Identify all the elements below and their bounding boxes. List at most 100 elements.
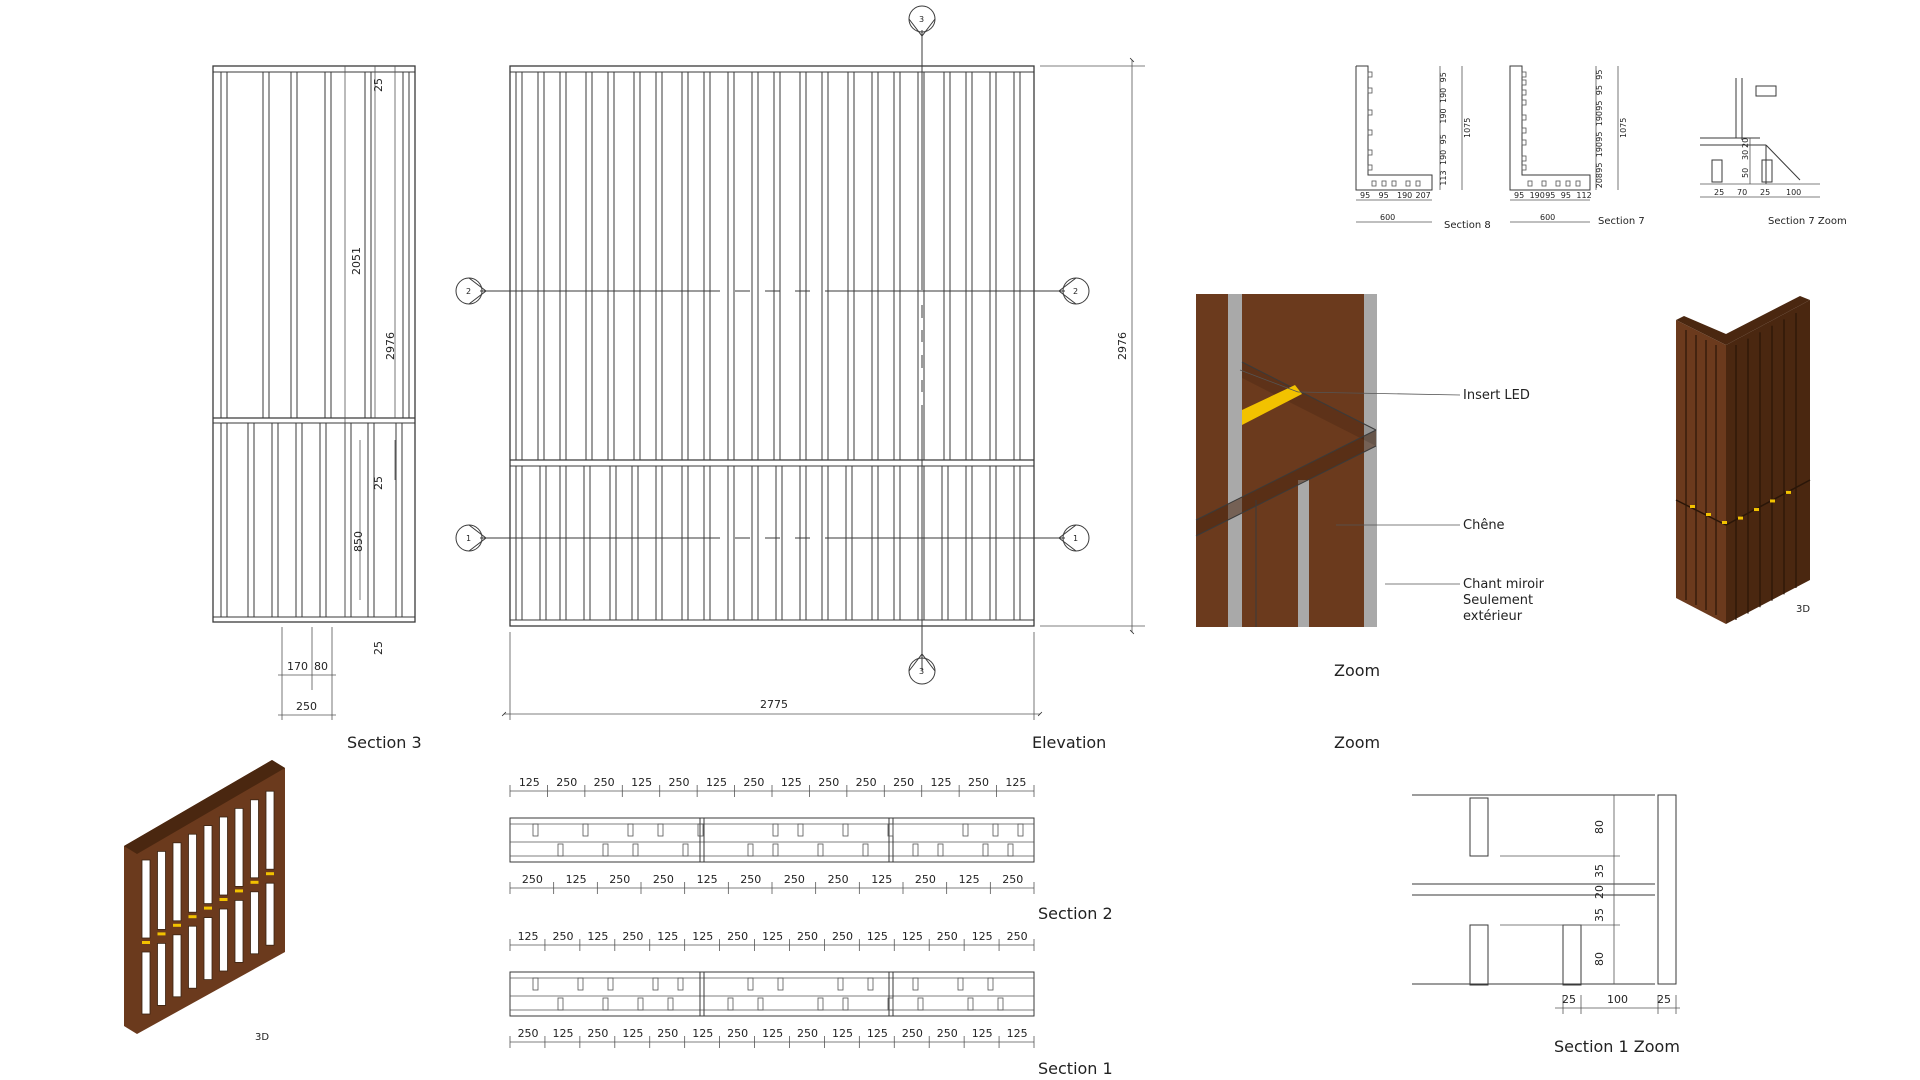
slot <box>652 977 659 991</box>
s1-bottom-dim: 250 <box>727 1027 748 1040</box>
slot <box>602 997 609 1011</box>
s1-top-dim: 125 <box>692 930 713 943</box>
slot <box>992 823 999 837</box>
s2-top-dim: 250 <box>968 776 989 789</box>
s8-notch <box>1415 180 1421 187</box>
slot <box>607 977 614 991</box>
section-marker-top[interactable]: 3 <box>908 5 936 37</box>
s7-hdim: 95 <box>1545 191 1555 200</box>
svg-text:1: 1 <box>1073 534 1078 543</box>
s2-top-dim: 250 <box>893 776 914 789</box>
slot <box>657 823 664 837</box>
s7-vdim: 95 <box>1595 163 1604 173</box>
slot <box>842 997 849 1011</box>
s1-top-dim: 250 <box>937 930 958 943</box>
svg-text:20: 20 <box>1741 138 1750 148</box>
s1-top-dim: 125 <box>518 930 539 943</box>
svg-text:25: 25 <box>1562 993 1576 1006</box>
panel3d-opening <box>219 908 228 972</box>
section1-zoom-label: Section 1 Zoom <box>1554 1037 1680 1056</box>
panel3d-led <box>235 889 243 893</box>
panel3d-opening <box>188 833 197 913</box>
s8-vdim: 95 <box>1439 72 1448 82</box>
svg-text:1075: 1075 <box>1619 118 1628 138</box>
s8-notch <box>1371 180 1377 187</box>
svg-text:80: 80 <box>1593 820 1606 834</box>
svg-text:25: 25 <box>1714 188 1724 197</box>
slot <box>757 997 764 1011</box>
s2-bottom-dim: 250 <box>522 873 543 886</box>
slot <box>667 997 674 1011</box>
s2-top-dim: 125 <box>931 776 952 789</box>
slot <box>987 977 994 991</box>
s2-top-dim: 250 <box>818 776 839 789</box>
panel3d-opening <box>172 842 182 922</box>
panel3d-led <box>173 923 181 927</box>
zoom-label-b: Zoom <box>1334 733 1380 752</box>
slot <box>627 823 634 837</box>
s2-bottom-dim: 250 <box>609 873 630 886</box>
panel-3d-label: 3D <box>255 1032 269 1043</box>
slot <box>867 977 874 991</box>
slot <box>682 843 689 857</box>
panel3d-opening <box>234 808 244 887</box>
s3-dim-wtotal: 250 <box>296 700 317 713</box>
s7-notch <box>1565 180 1571 187</box>
panel3d-led <box>250 880 259 884</box>
slot <box>777 977 784 991</box>
elevation-drawing: 3 3 2 2 1 1 2976 <box>455 5 1145 752</box>
slot <box>557 843 564 857</box>
s1-top-dim: 125 <box>657 930 678 943</box>
annotation-chant-3: extérieur <box>1463 609 1523 624</box>
svg-text:70: 70 <box>1737 188 1747 197</box>
slot <box>887 823 894 837</box>
s1-bottom-dim: 250 <box>937 1027 958 1040</box>
s1-bottom-dim: 125 <box>972 1027 993 1040</box>
s2-top-dim: 250 <box>594 776 615 789</box>
slot <box>997 997 1004 1011</box>
s2-top-dim: 250 <box>556 776 577 789</box>
s7-hdim: 112 <box>1576 191 1591 200</box>
s8-vdim: 190 <box>1439 150 1448 165</box>
zoom-label-a: Zoom <box>1334 661 1380 680</box>
s8-hdim: 95 <box>1360 191 1370 200</box>
s1-top-dim: 125 <box>972 930 993 943</box>
s8-notch <box>1367 164 1373 171</box>
s8-notch <box>1367 87 1373 94</box>
svg-text:25: 25 <box>1760 188 1770 197</box>
section-marker-right-upper[interactable]: 2 <box>1058 277 1090 305</box>
section-marker-bottom[interactable]: 3 <box>908 653 936 685</box>
s7-vdim: 95 <box>1595 132 1604 142</box>
s3-dim-w2: 80 <box>314 660 328 673</box>
s7-notch <box>1541 180 1547 187</box>
section-marker-left-upper[interactable]: 2 <box>455 277 487 305</box>
s1-top-dim: 250 <box>832 930 853 943</box>
panel3d-opening <box>234 900 244 963</box>
s2-bottom-dim: 250 <box>828 873 849 886</box>
slot <box>837 977 844 991</box>
panel3d-opening <box>188 925 197 989</box>
s1-bottom-dim: 250 <box>587 1027 608 1040</box>
svg-text:80: 80 <box>1593 952 1606 966</box>
slot <box>632 843 639 857</box>
section8-label: Section 8 <box>1444 220 1491 231</box>
s2-bottom-dim: 250 <box>740 873 761 886</box>
s2-bottom-dim: 250 <box>915 873 936 886</box>
slot <box>637 997 644 1011</box>
svg-text:2: 2 <box>1073 287 1078 296</box>
panel3d-opening <box>250 891 259 955</box>
s1-top-dim: 125 <box>587 930 608 943</box>
corner-led <box>1690 505 1695 508</box>
slot <box>912 977 919 991</box>
slot <box>532 977 539 991</box>
s8-notch <box>1381 180 1387 187</box>
corner-led <box>1706 513 1711 516</box>
section-marker-right-lower[interactable]: 1 <box>1058 524 1090 552</box>
section-marker-left-lower[interactable]: 1 <box>455 524 487 552</box>
s1-bottom-dim: 125 <box>622 1027 643 1040</box>
s2-top-dim: 250 <box>856 776 877 789</box>
elevation-label: Elevation <box>1032 733 1106 752</box>
slot <box>887 997 894 1011</box>
